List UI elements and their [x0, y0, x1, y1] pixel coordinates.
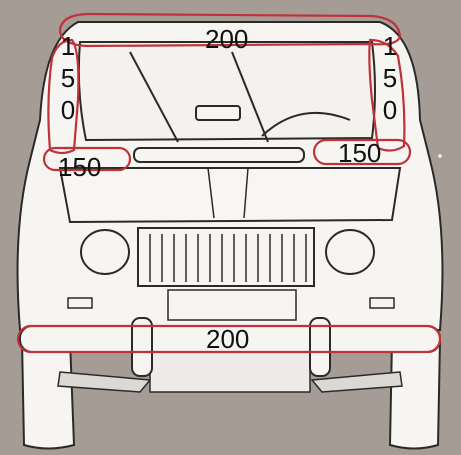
- right-wiper: [231, 51, 269, 143]
- rear-view-mirror: [195, 105, 241, 121]
- left-pillar-highlight: [47, 38, 80, 155]
- hood-crease: [207, 167, 249, 219]
- left-under-windshield-highlight: [42, 146, 132, 172]
- right-headlight: [325, 229, 375, 275]
- right-pillar-digit-1: 1: [382, 31, 398, 61]
- license-plate-area: [167, 289, 297, 321]
- left-pillar-digit-3: 0: [60, 95, 76, 125]
- steering-wheel: [261, 111, 351, 137]
- grille-bars: [149, 234, 307, 282]
- bumper-highlight: [16, 324, 442, 354]
- right-pillar-highlight: [368, 38, 406, 152]
- grille: [137, 227, 315, 287]
- roof-label: 200: [205, 24, 249, 54]
- right-pillar-label: 1 5 0: [378, 30, 402, 126]
- left-pillar-digit-2: 5: [60, 63, 76, 93]
- left-pillar-label: 1 5 0: [56, 30, 80, 126]
- right-wheel: [388, 339, 442, 450]
- right-pillar-digit-2: 5: [382, 63, 398, 93]
- right-pillar-digit-3: 0: [382, 95, 398, 125]
- suspension-left: [57, 371, 152, 393]
- seal-highlights: [16, 12, 442, 354]
- left-under-windshield-label: 150: [58, 152, 102, 182]
- left-wiper: [129, 51, 179, 143]
- hood: [58, 167, 402, 224]
- left-wheel: [20, 339, 76, 450]
- right-under-windshield-highlight: [312, 138, 412, 166]
- left-overrider: [131, 317, 153, 377]
- cowl-vent: [133, 147, 305, 163]
- windshield: [77, 41, 376, 142]
- left-pillar-digit-1: 1: [60, 31, 76, 61]
- right-overrider: [309, 317, 331, 377]
- right-under-windshield-label: 150: [338, 138, 382, 168]
- front-fascia: [67, 227, 395, 321]
- wheels: [20, 339, 442, 450]
- dust-speck: [438, 154, 442, 158]
- undercarriage: [149, 351, 311, 393]
- right-indicator: [369, 297, 395, 309]
- bumper-label: 200: [206, 324, 250, 354]
- left-indicator: [67, 297, 93, 309]
- left-headlight: [80, 229, 130, 275]
- suspension-right: [310, 371, 403, 393]
